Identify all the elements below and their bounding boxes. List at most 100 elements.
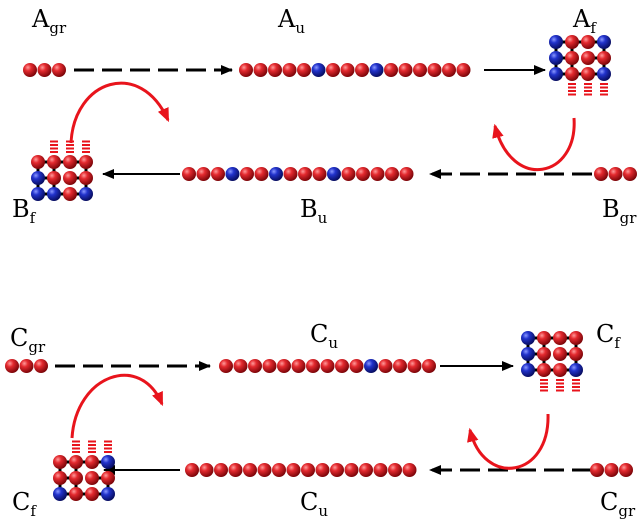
red-bead (306, 359, 320, 373)
label-a-u: Au (277, 5, 305, 37)
folded-b-f (31, 140, 93, 201)
red-bead (233, 359, 248, 373)
blue-bead (549, 35, 563, 49)
red-bead (101, 471, 115, 485)
red-bead (413, 63, 427, 77)
red-bead (23, 63, 37, 77)
red-bead (340, 63, 355, 77)
blue-bead (521, 347, 535, 361)
red-bead (619, 463, 633, 477)
blue-bead (311, 63, 326, 77)
red-bead (356, 167, 370, 181)
red-bead (581, 67, 595, 81)
label-b-u: Bu (300, 195, 328, 227)
blue-bead (364, 359, 378, 373)
red-bead (5, 359, 19, 373)
label-c-u-bottom: Cu (300, 488, 328, 520)
red-bead (553, 363, 567, 377)
red-bead (63, 155, 77, 169)
red-bead (19, 359, 34, 373)
red-bead (282, 63, 297, 77)
blue-bead (31, 187, 45, 201)
red-arrow-b-f-template (69, 81, 170, 144)
red-bead (565, 35, 579, 49)
blue-bead (597, 35, 611, 49)
red-bead (442, 63, 456, 77)
blue-bead (101, 455, 115, 469)
red-arrow-a-f-template (492, 117, 576, 171)
red-bead (63, 171, 77, 185)
red-bead (326, 63, 340, 77)
red-bead (47, 171, 61, 185)
red-bead (623, 167, 637, 181)
red-bead (182, 167, 196, 181)
red-bead (312, 167, 327, 181)
red-bead (537, 331, 551, 345)
red-bead (277, 359, 291, 373)
red-bead (69, 471, 83, 485)
red-bead (385, 167, 399, 181)
folded-c-f-bottom (53, 440, 115, 501)
red-bead (272, 463, 286, 477)
red-bead (199, 463, 214, 477)
red-bead (291, 359, 306, 373)
red-bead (262, 359, 277, 373)
red-bead (219, 359, 233, 373)
chain-c-u-bottom (185, 463, 417, 477)
red-bead (565, 67, 579, 81)
red-bead (34, 359, 48, 373)
red-bead (253, 63, 268, 77)
blue-bead (569, 363, 583, 377)
red-bead (63, 187, 77, 201)
blue-bead (521, 363, 535, 377)
red-bead (341, 167, 356, 181)
blue-bead (269, 167, 283, 181)
blue-bead (101, 487, 115, 501)
red-bead (69, 455, 83, 469)
label-b-gr: Bgr (602, 195, 637, 227)
red-bead (393, 359, 407, 373)
red-bead (359, 463, 373, 477)
label-c-gr-top: Cgr (10, 324, 46, 356)
red-bead (422, 359, 436, 373)
chain-a-gr (23, 63, 66, 77)
chain-c-u-top (219, 359, 436, 373)
red-bead (565, 51, 579, 65)
blue-bead (225, 167, 240, 181)
red-bead (79, 155, 93, 169)
chain-c-gr-top (5, 359, 48, 373)
red-bead (569, 331, 583, 345)
red-bead (456, 63, 471, 77)
red-bead (298, 167, 312, 181)
red-bead (537, 347, 551, 361)
red-bead (590, 463, 604, 477)
red-bead (537, 363, 551, 377)
red-bead (240, 167, 254, 181)
label-c-f-top: Cf (596, 320, 621, 352)
red-bead (248, 359, 262, 373)
red-bead (388, 463, 402, 477)
red-bead (407, 359, 422, 373)
chain-b-gr (594, 167, 637, 181)
red-bead (31, 155, 45, 169)
red-bead (355, 63, 369, 77)
red-bead (196, 167, 211, 181)
red-bead (85, 471, 99, 485)
red-bead (608, 167, 623, 181)
panel-cc: Cgr Cu Cf Cf Cu Cgr (5, 320, 636, 520)
red-bead (185, 463, 199, 477)
blue-bead (549, 67, 563, 81)
red-bead (286, 463, 301, 477)
red-bead (594, 167, 608, 181)
red-bead (239, 63, 253, 77)
red-bead (398, 63, 413, 77)
red-bead (301, 463, 315, 477)
red-bead (37, 63, 52, 77)
label-c-u-top: Cu (310, 320, 338, 352)
red-bead (283, 167, 298, 181)
label-c-gr-bottom: Cgr (600, 488, 636, 520)
red-bead (211, 167, 225, 181)
red-bead (85, 455, 99, 469)
red-bead (581, 51, 595, 65)
